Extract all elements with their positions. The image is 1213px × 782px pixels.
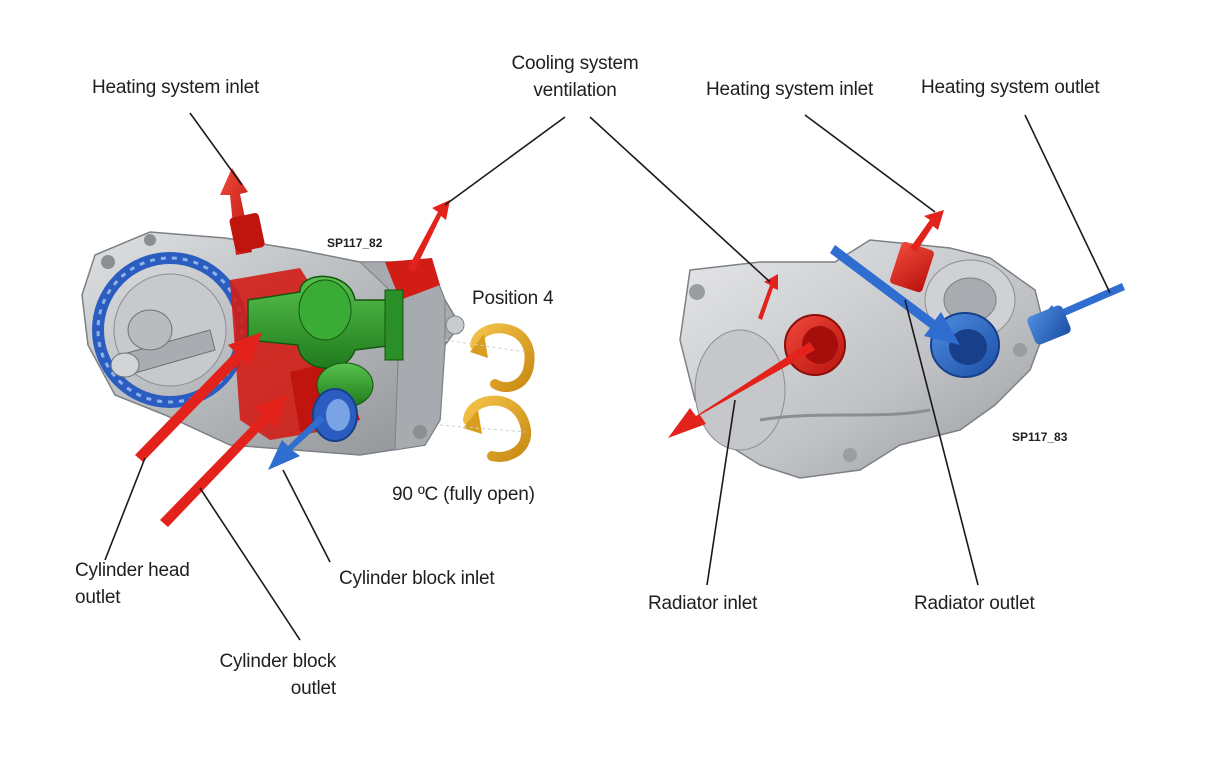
right-ventilation-port [758, 274, 778, 320]
cylinder-head-outlet-arrows [135, 332, 288, 527]
label-cooling-system-ventilation: Cooling system ventilation [500, 50, 650, 104]
leader-lines [104, 112, 1111, 641]
leader-cylinder-head-outlet [104, 457, 146, 561]
label-temperature-state: 90 ºC (fully open) [392, 484, 535, 505]
left-pump-shaft [110, 309, 216, 378]
leader-cylinder-block-outlet [199, 487, 301, 641]
leader-heating-outlet-right [1024, 114, 1111, 294]
label-cylinder-head-outlet-line2: outlet [75, 587, 121, 608]
left-rotary-valve [247, 275, 404, 408]
label-cylinder-block-outlet-line2: outlet [290, 678, 336, 699]
label-heating-system-inlet-right: Heating system inlet [706, 79, 874, 100]
cylinder-block-inlet-arrow-left [268, 415, 325, 470]
label-cylinder-head-outlet: Cylinder head outlet [75, 557, 190, 611]
label-cylinder-head-outlet-line1: Cylinder head [75, 560, 190, 581]
label-cylinder-block-outlet-line1: Cylinder block [219, 651, 336, 672]
radiator-inlet-arrow [668, 342, 815, 438]
leader-ventilation-left [444, 116, 566, 206]
cooling-system-ventilation-arrow-left [408, 200, 450, 272]
leader-ventilation-right [589, 116, 771, 283]
heating-system-outlet-arrow [1027, 283, 1125, 345]
leader-heating-inlet-left [189, 112, 243, 186]
leader-cylinder-block-inlet [282, 469, 331, 563]
label-cylinder-block-outlet: Cylinder block outlet [205, 648, 336, 702]
label-cooling-system-ventilation-line1: Cooling system [511, 53, 639, 74]
right-heating-inlet-port [890, 210, 944, 293]
label-heating-system-outlet: Heating system outlet [921, 77, 1100, 98]
radiator-outlet-arrow [830, 245, 960, 345]
figure-code-right: SP117_83 [1012, 430, 1068, 444]
label-cylinder-block-inlet: Cylinder block inlet [339, 568, 495, 589]
right-red-radiator-port [784, 314, 846, 376]
label-position: Position 4 [472, 288, 554, 309]
left-cylinder-block-inlet-ring [312, 388, 358, 442]
heating-system-inlet-arrow-left [220, 168, 265, 255]
label-cooling-system-ventilation-line2: ventilation [533, 80, 617, 101]
leader-heating-inlet-right [804, 114, 936, 213]
label-radiator-inlet: Radiator inlet [648, 593, 758, 614]
label-heating-system-inlet-left: Heating system inlet [92, 77, 260, 98]
rotation-arrows [439, 323, 535, 462]
figure-code-left: SP117_82 [327, 236, 383, 250]
leader-radiator-inlet [706, 399, 736, 586]
label-radiator-outlet: Radiator outlet [914, 593, 1035, 614]
leader-radiator-outlet [904, 299, 979, 586]
